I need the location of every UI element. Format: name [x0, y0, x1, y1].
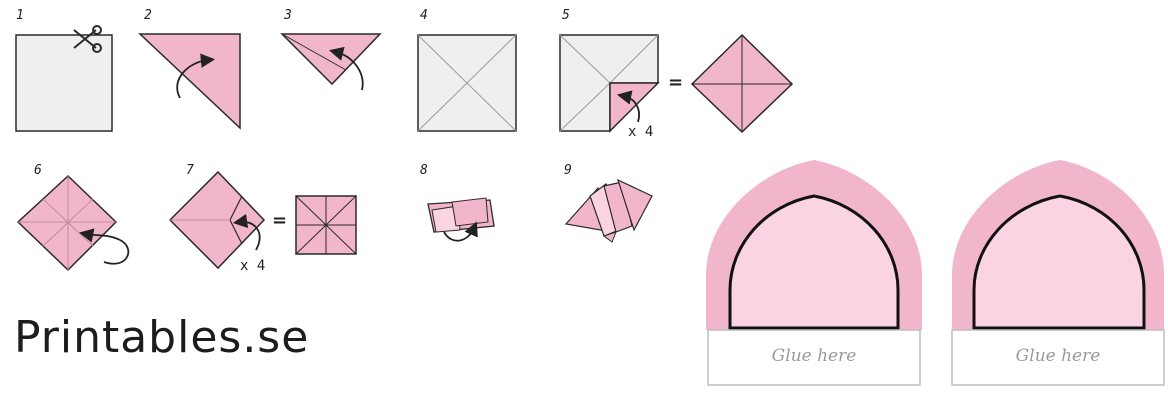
step-number: 5 — [562, 8, 570, 23]
step-number: 9 — [564, 163, 572, 178]
step5-result-diamond — [692, 35, 792, 132]
step7-diamond — [170, 172, 264, 268]
step8-folded-strips — [428, 198, 494, 232]
step-number: 2 — [144, 8, 152, 23]
step-number: 7 — [186, 163, 194, 178]
equals-sign: = — [272, 210, 287, 231]
equals-sign: = — [668, 72, 683, 93]
step-number: 1 — [16, 8, 24, 23]
step9-pleated-fan — [566, 180, 652, 242]
step-number: 6 — [34, 163, 42, 178]
repeat-count: x 4 — [240, 258, 265, 274]
step5-square-corner-fold — [560, 35, 658, 131]
step4-square-creased — [418, 35, 516, 131]
step2-triangle — [140, 34, 240, 128]
brand-logo-text: Printables.se — [14, 312, 309, 363]
step1-square — [16, 35, 112, 131]
step6-diamond — [18, 176, 116, 270]
step-number: 3 — [284, 8, 292, 23]
repeat-count: x 4 — [628, 124, 653, 140]
step3-triangle — [282, 34, 380, 84]
step-number: 4 — [420, 8, 428, 23]
step7-result-square — [296, 196, 356, 254]
glue-here-label: Glue here — [708, 346, 920, 366]
step-number: 8 — [420, 163, 428, 178]
glue-here-label: Glue here — [952, 346, 1164, 366]
